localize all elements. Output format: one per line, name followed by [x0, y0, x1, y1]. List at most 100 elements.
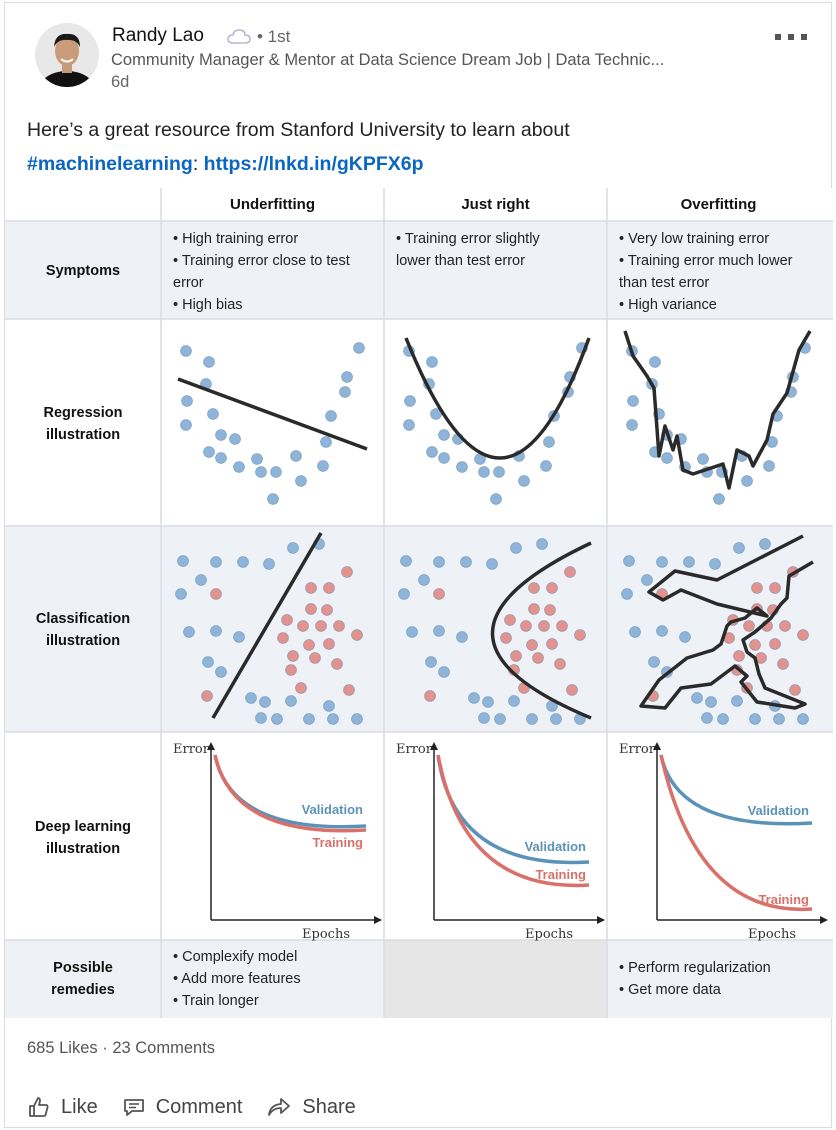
training-curve: [436, 754, 590, 888]
regression-point: [438, 429, 450, 441]
classification-point-blue: [398, 588, 410, 600]
classification-point-blue: [259, 696, 271, 708]
regression-point: [290, 450, 302, 462]
classification-point-red: [777, 658, 789, 670]
dl-y-label: Error: [396, 742, 433, 757]
classification-point-blue: [327, 713, 339, 725]
dl-x-label: Epochs: [525, 927, 573, 942]
post-card: Randy Lao • 1st Community Manager & Ment…: [4, 2, 833, 1128]
post-text-links: #machinelearning: https://lnkd.in/gKPFX6…: [27, 147, 570, 181]
regression-point: [180, 419, 192, 431]
overfit-boundary: [639, 534, 814, 710]
regression-point: [341, 371, 353, 383]
classification-point-red: [424, 690, 436, 702]
classification-point-red: [210, 588, 222, 600]
thumbs-up-icon: [29, 1097, 49, 1117]
classification-point-blue: [202, 656, 214, 668]
comments-count[interactable]: 23 Comments: [112, 1039, 216, 1057]
classification-point-blue: [456, 631, 468, 643]
classification-point-red: [285, 664, 297, 676]
classification-point-red: [323, 638, 335, 650]
regression-point: [207, 408, 219, 420]
classification-point-blue: [717, 713, 729, 725]
classification-point-blue: [233, 631, 245, 643]
classification-point-blue: [183, 626, 195, 638]
classification-point-blue: [263, 558, 275, 570]
regression-point: [404, 395, 416, 407]
share-button[interactable]: Share: [266, 1089, 356, 1125]
classification-point-blue: [797, 713, 809, 725]
regression-point: [181, 395, 193, 407]
col-header-overfitting: Overfitting: [680, 196, 757, 213]
table-grid: ErrorEpochsErrorEpochsErrorEpochsValidat…: [5, 188, 833, 1018]
likes-count[interactable]: 685 Likes: [27, 1039, 98, 1057]
regression-point: [215, 452, 227, 464]
author-name[interactable]: Randy Lao: [112, 25, 204, 46]
classification-point-blue: [705, 696, 717, 708]
comment-icon: [123, 1099, 144, 1116]
row-background: [5, 188, 833, 221]
regression-point: [317, 460, 329, 472]
dl-x-label: Epochs: [748, 927, 796, 942]
separator: :: [192, 153, 199, 175]
dl-x-arrow: [597, 916, 605, 924]
underfit-boundary: [211, 532, 323, 719]
classification-point-red: [554, 658, 566, 670]
author-avatar[interactable]: [35, 23, 99, 87]
classification-point-red: [546, 582, 558, 594]
like-button[interactable]: Like: [27, 1089, 98, 1125]
classification-point-blue: [656, 625, 668, 637]
classification-point-blue: [245, 692, 257, 704]
classification-point-red: [504, 614, 516, 626]
regression-point: [543, 436, 555, 448]
classification-point-blue: [526, 713, 538, 725]
classification-point-blue: [641, 574, 653, 586]
dl-x-label: Epochs: [302, 927, 350, 942]
classification-point-red: [351, 629, 363, 641]
regression-point: [229, 433, 241, 445]
classification-point-blue: [271, 713, 283, 725]
classification-point-red: [528, 603, 540, 615]
regression-point: [763, 460, 775, 472]
classification-point-red: [305, 603, 317, 615]
classification-point-red: [303, 639, 315, 651]
classification-point-blue: [237, 556, 249, 568]
regression-point: [697, 453, 709, 465]
action-bar: Like Comment Share: [27, 1089, 380, 1125]
comment-button[interactable]: Comment: [122, 1089, 242, 1125]
regression-point: [203, 356, 215, 368]
classification-point-blue: [400, 555, 412, 567]
classification-point-red: [733, 650, 745, 662]
post-text-line: Here’s a great resource from Stanford Un…: [27, 119, 570, 141]
classification-point-red: [564, 566, 576, 578]
classification-point-red: [323, 582, 335, 594]
classification-point-red: [510, 650, 522, 662]
classification-point-blue: [418, 574, 430, 586]
classification-point-blue: [433, 556, 445, 568]
classification-point-blue: [709, 558, 721, 570]
classification-point-blue: [621, 588, 633, 600]
classification-point-blue: [482, 696, 494, 708]
classification-point-blue: [648, 656, 660, 668]
classification-point-blue: [701, 712, 713, 724]
post-timestamp: 6d: [111, 73, 130, 91]
regression-point: [426, 356, 438, 368]
training-label: Training: [312, 835, 363, 850]
more-options-icon[interactable]: [775, 33, 809, 41]
regression-point: [203, 446, 215, 458]
classification-point-red: [500, 632, 512, 644]
classification-point-blue: [215, 666, 227, 678]
classification-point-red: [546, 638, 558, 650]
regression-point: [353, 342, 365, 354]
col-header-just-right: Just right: [461, 196, 530, 213]
classification-point-blue: [425, 656, 437, 668]
regression-point: [649, 356, 661, 368]
url-link[interactable]: https://lnkd.in/gKPFX6p: [203, 153, 424, 175]
classification-point-red: [779, 620, 791, 632]
classification-point-red: [566, 684, 578, 696]
dl-y-arrow: [430, 742, 438, 750]
hashtag-link[interactable]: #machinelearning: [27, 153, 193, 175]
